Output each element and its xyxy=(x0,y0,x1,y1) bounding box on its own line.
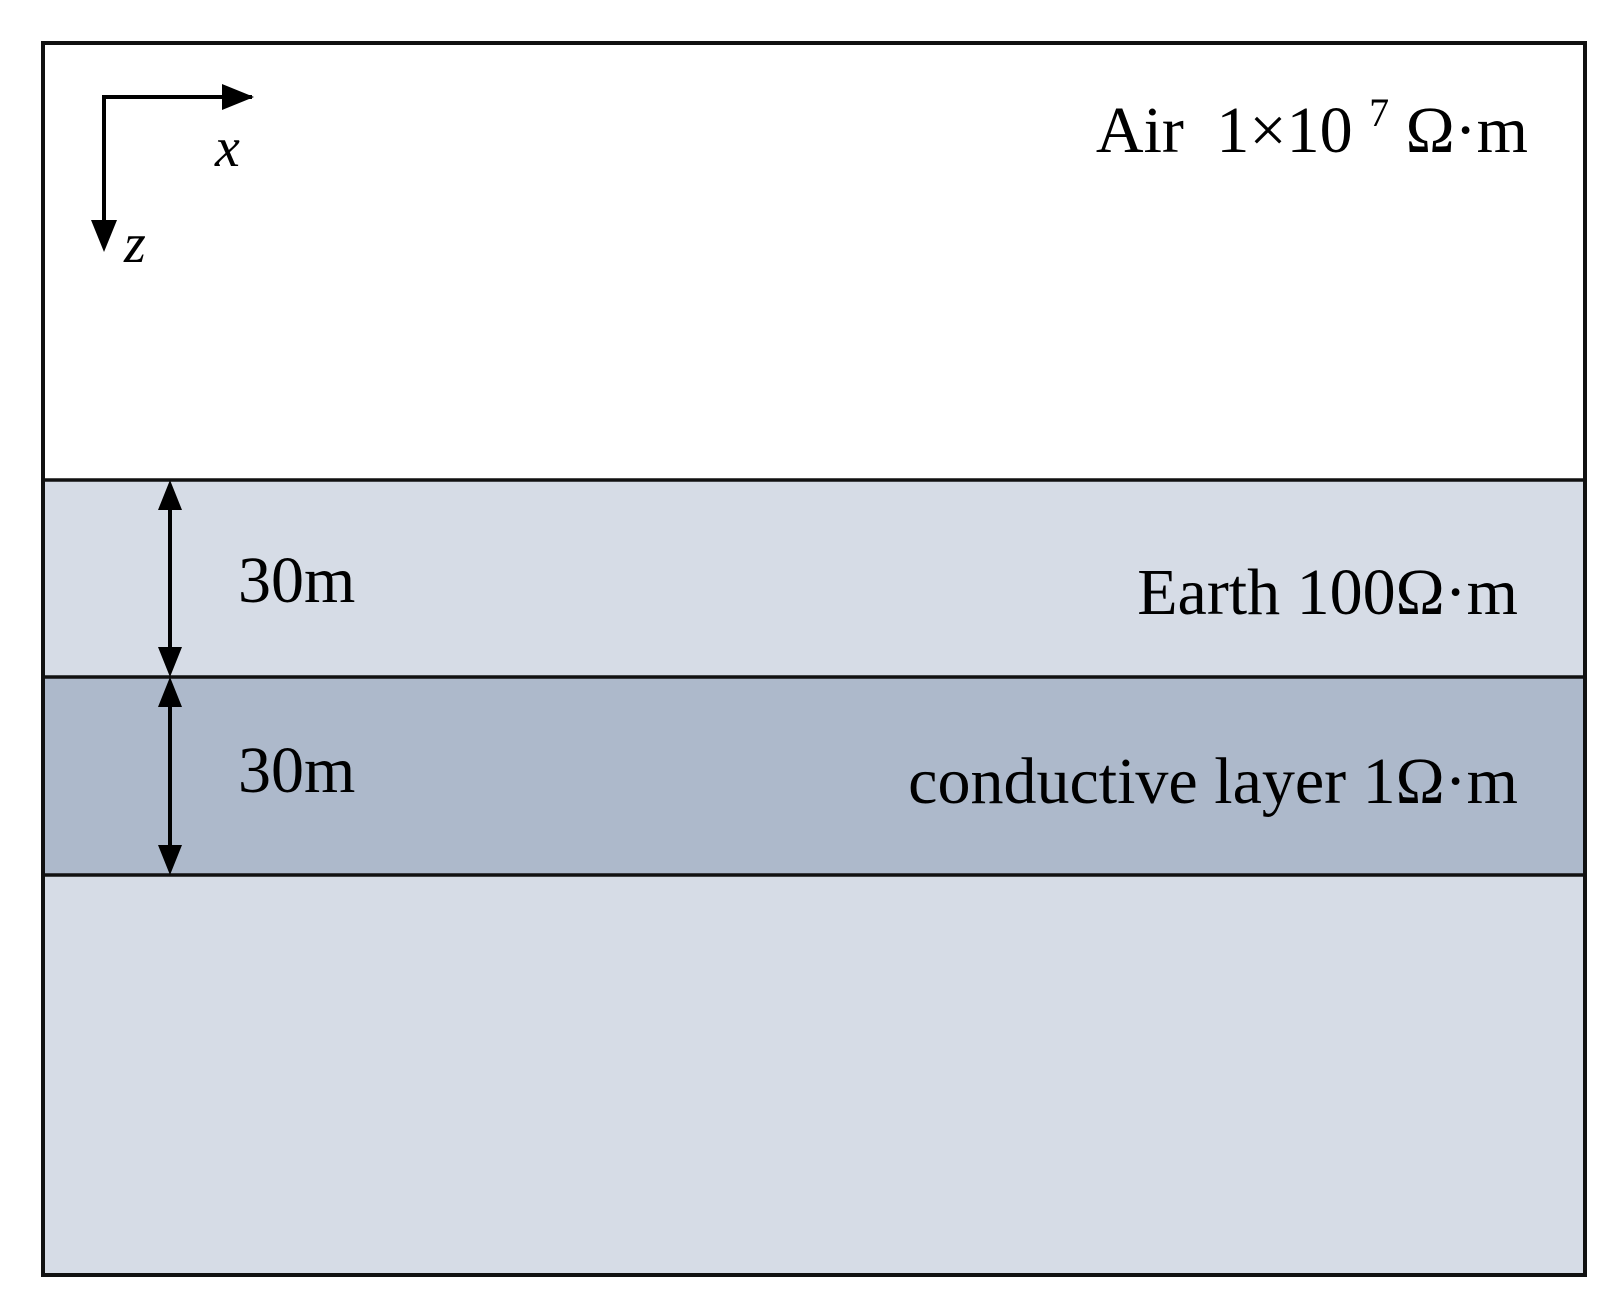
conductive-layer-label: conductive layer 1Ω·m xyxy=(908,745,1518,818)
conductive-layer xyxy=(43,677,1585,875)
x-arrowhead xyxy=(222,84,254,110)
air-resistivity-prefix: 1×10 xyxy=(1216,94,1352,167)
lower-earth-layer xyxy=(43,875,1585,1275)
earth-thickness-dimension: 30m xyxy=(158,480,355,677)
conductive-thickness-dimension: 30m xyxy=(158,677,355,875)
earth-layer xyxy=(43,480,1585,677)
coordinate-axes: x z xyxy=(91,84,254,275)
earth-label: Earth 100Ω·m xyxy=(1137,556,1518,629)
conductive-thickness-arrowhead-bottom xyxy=(158,845,182,875)
earth-thickness-arrowhead-bottom xyxy=(158,647,182,677)
air-label: Air 1×10 7 Ω·m xyxy=(1096,68,1528,167)
air-name: Air xyxy=(1096,94,1184,167)
z-axis-label: z xyxy=(123,213,146,275)
earth-thickness-arrowhead-top xyxy=(158,480,182,510)
model-frame xyxy=(41,41,1587,1277)
x-axis-label: x xyxy=(214,117,240,179)
z-arrowhead xyxy=(91,220,117,252)
air-resistivity-exponent: 7 xyxy=(1369,90,1389,135)
conductive-thickness-label: 30m xyxy=(238,734,355,807)
conductive-thickness-arrowhead-top xyxy=(158,677,182,707)
earth-thickness-label: 30m xyxy=(238,544,355,617)
air-resistivity-unit: Ω·m xyxy=(1406,94,1528,167)
air-layer xyxy=(43,43,1585,480)
